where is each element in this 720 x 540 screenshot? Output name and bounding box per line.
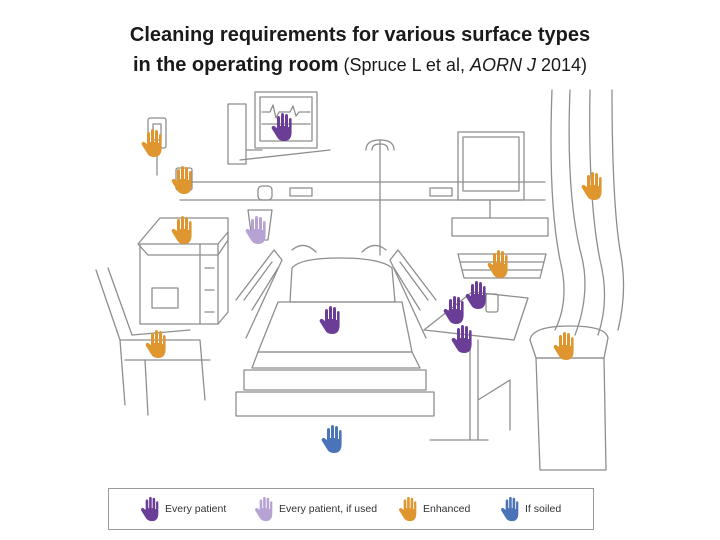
hand-icon-light-switch [140, 128, 163, 158]
tray-table [423, 291, 529, 441]
hand-icon [254, 496, 273, 522]
hospital-bed [235, 244, 437, 417]
hand-icon-curtain [580, 171, 603, 201]
legend-label-if-soiled: If soiled [525, 503, 562, 515]
chair [95, 267, 211, 416]
curtain [550, 89, 625, 336]
hand-icon-tray-table-phone [464, 280, 487, 310]
legend-item-if-soiled: If soiled [499, 489, 561, 529]
legend-item-every-patient: Every patient [139, 489, 226, 529]
trash-bin [247, 185, 273, 241]
title-line-2: in the operating room (Spruce L et al, A… [0, 50, 720, 80]
hand-icon [398, 496, 417, 522]
legend: Every patient Every patient, if used Enh… [108, 488, 594, 530]
hand-icon-tray-table-edge [450, 324, 473, 354]
citation-journal: AORN J [469, 55, 536, 75]
legend-label-enhanced: Enhanced [423, 503, 471, 515]
hand-icon-floor [320, 424, 343, 454]
computer-monitor [451, 131, 549, 237]
diagram-title: Cleaning requirements for various surfac… [0, 20, 720, 80]
hand-icon-trash-bin [244, 215, 267, 245]
legend-item-every-patient-if-used: Every patient, if used [253, 489, 377, 529]
hand-icon-wall-outlet [170, 165, 193, 195]
hand-icon [140, 496, 159, 522]
legend-label-every-patient-if-used: Every patient, if used [279, 503, 378, 515]
hand-icon [500, 496, 519, 522]
iv-pole [365, 139, 395, 256]
hand-icon-cabinet-top [170, 215, 193, 245]
citation-suffix: 2014) [535, 55, 588, 75]
title-line-1: Cleaning requirements for various surfac… [129, 24, 591, 46]
legend-item-enhanced: Enhanced [397, 489, 470, 529]
cabinet [137, 217, 229, 325]
hand-icon-monitor-screen [270, 112, 293, 142]
waste-container [529, 325, 609, 471]
hand-icon-bed-mattress [318, 305, 341, 335]
legend-label-every-patient: Every patient [165, 503, 227, 515]
title-line-2-bold: in the operating room [132, 54, 339, 76]
citation-prefix: (Spruce L et al, [338, 55, 470, 75]
hand-icon-waste-container [552, 331, 575, 361]
